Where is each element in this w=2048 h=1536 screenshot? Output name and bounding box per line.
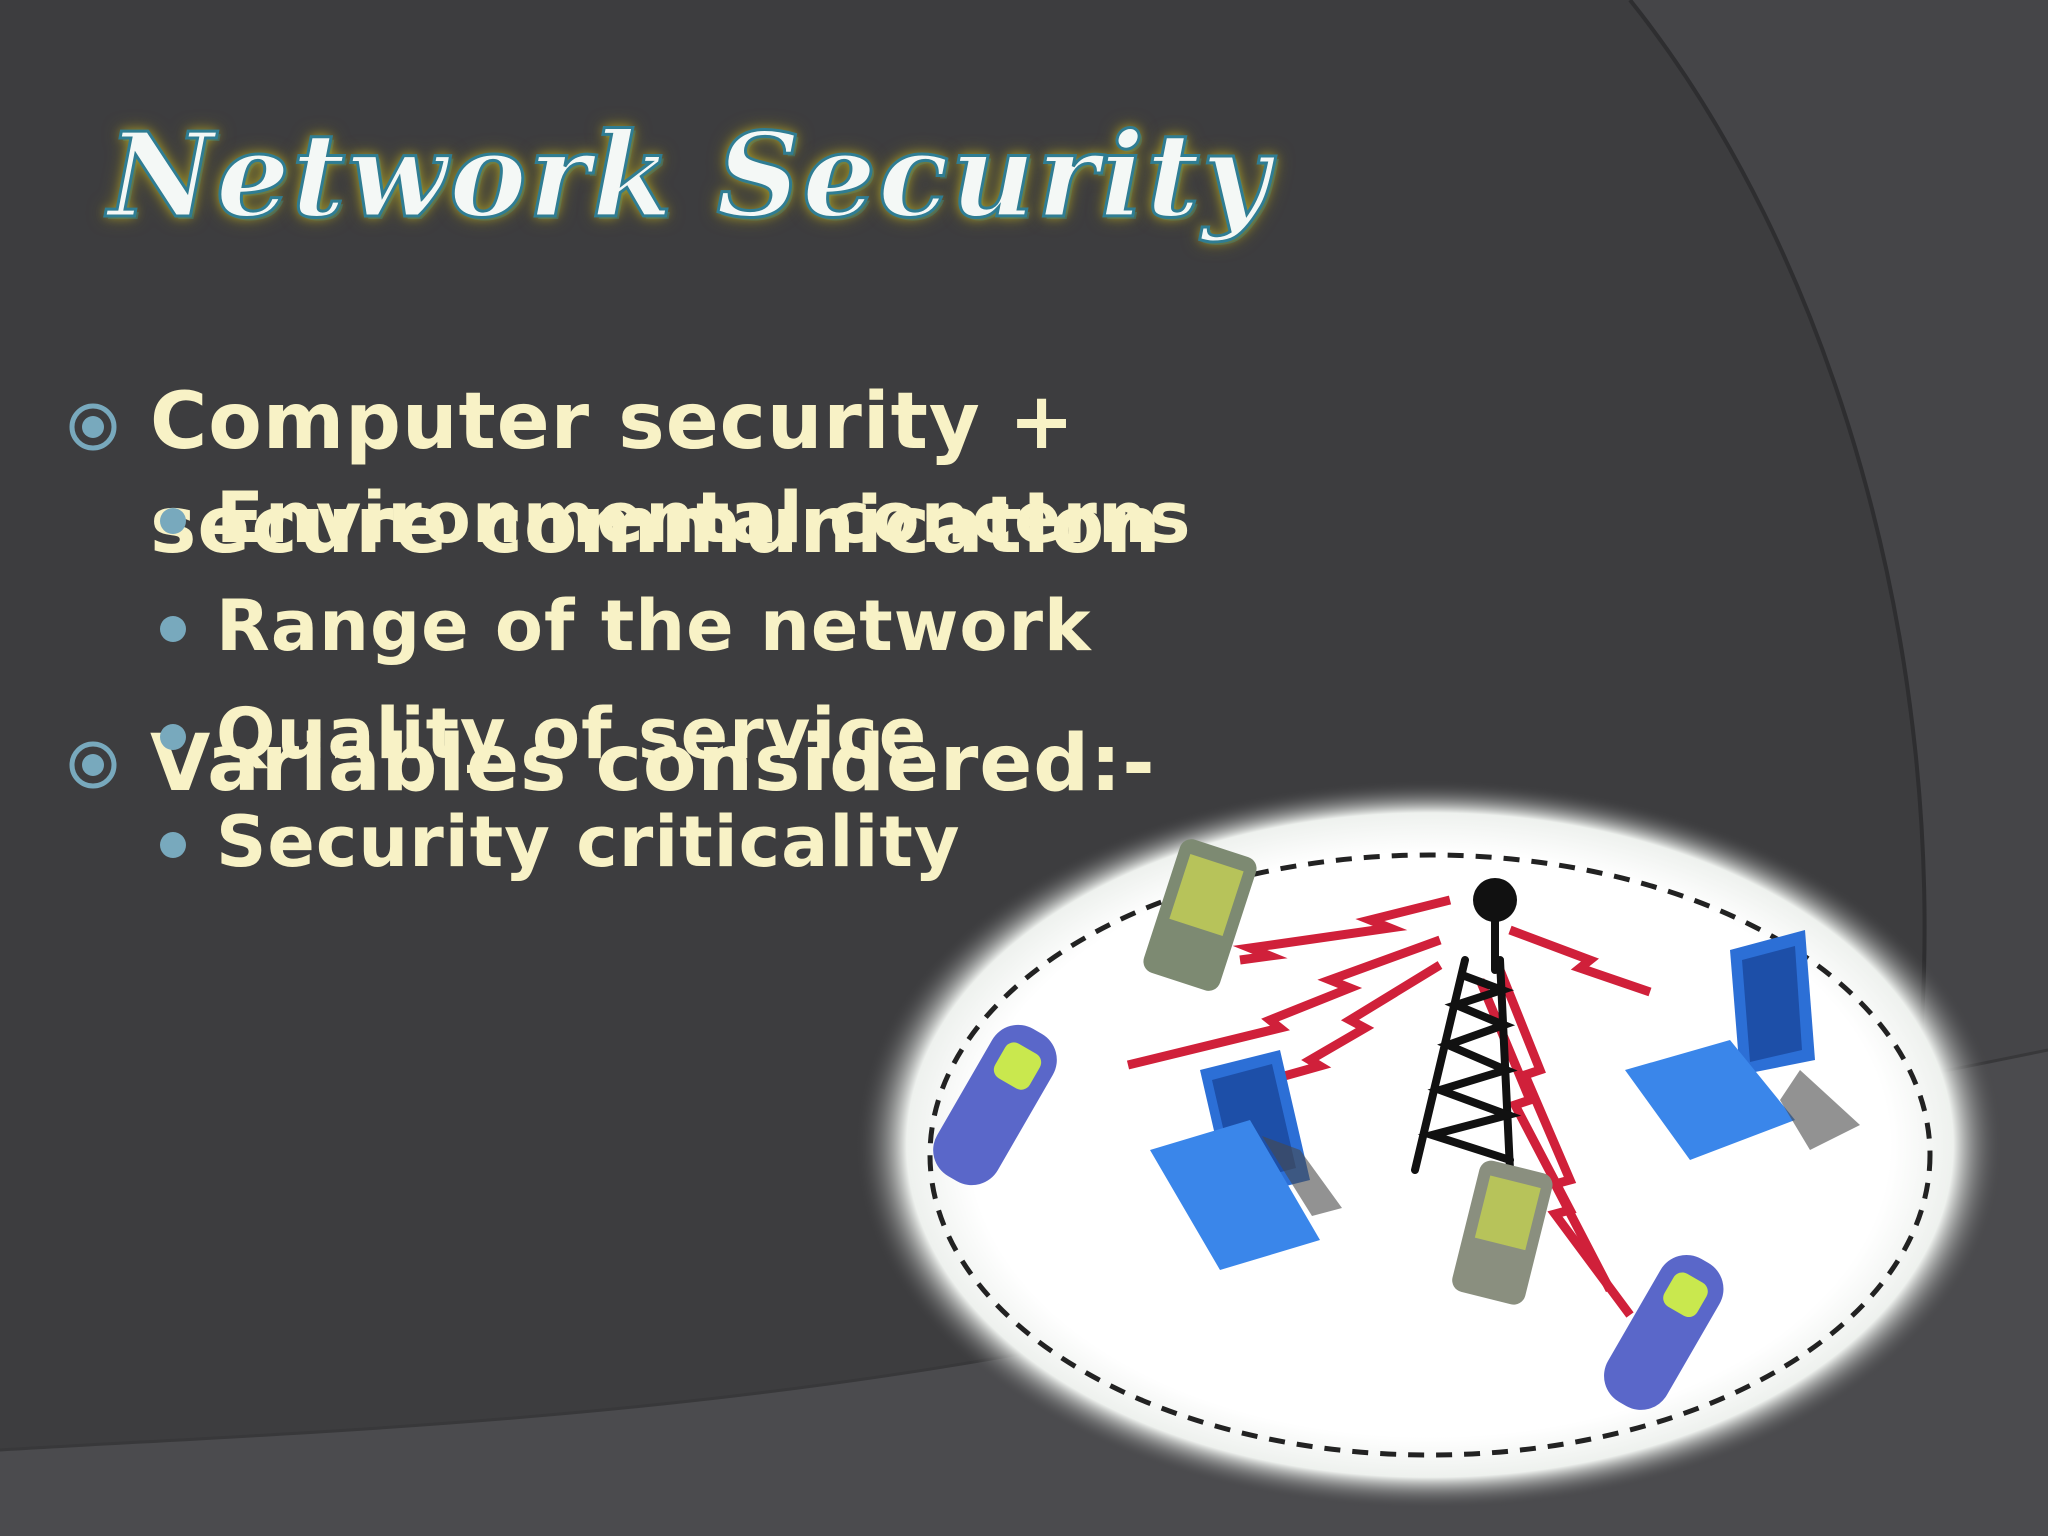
dot-bullet-icon [160,508,186,534]
circle-bullet-icon [69,741,117,789]
circle-bullet-icon [69,403,117,451]
pda-icon [1143,839,1257,991]
sub-bullet-text: Quality of service [216,693,928,775]
laptop-icon [1150,1050,1342,1270]
tower-icon [1411,906,1522,1174]
dot-bullet-icon [160,724,186,750]
bullet-text: Variables considered:- [150,719,1156,809]
bullet-text: Computer security + secure communication [150,377,1162,571]
radio-links [1126,895,1652,1318]
mobile-phone-icon [933,1024,1057,1186]
wireless-network-illustration [855,780,2000,1510]
coverage-glow [855,780,2000,1510]
dot-bullet-icon [160,616,186,642]
dot-bullet-icon [160,832,186,858]
mobile-phone-icon [1604,1254,1724,1410]
sub-bullet-text: Security criticality [216,801,961,883]
coverage-boundary [927,852,1933,1458]
pda-icon [1452,1160,1553,1305]
sub-bullet-text: Range of the network [216,585,1092,667]
antenna-icon [1473,878,1517,922]
sub-bullet-text: Environmental concerns [216,477,1192,559]
slide-title: Network Security [106,107,1272,246]
laptop-icon [1625,930,1860,1160]
